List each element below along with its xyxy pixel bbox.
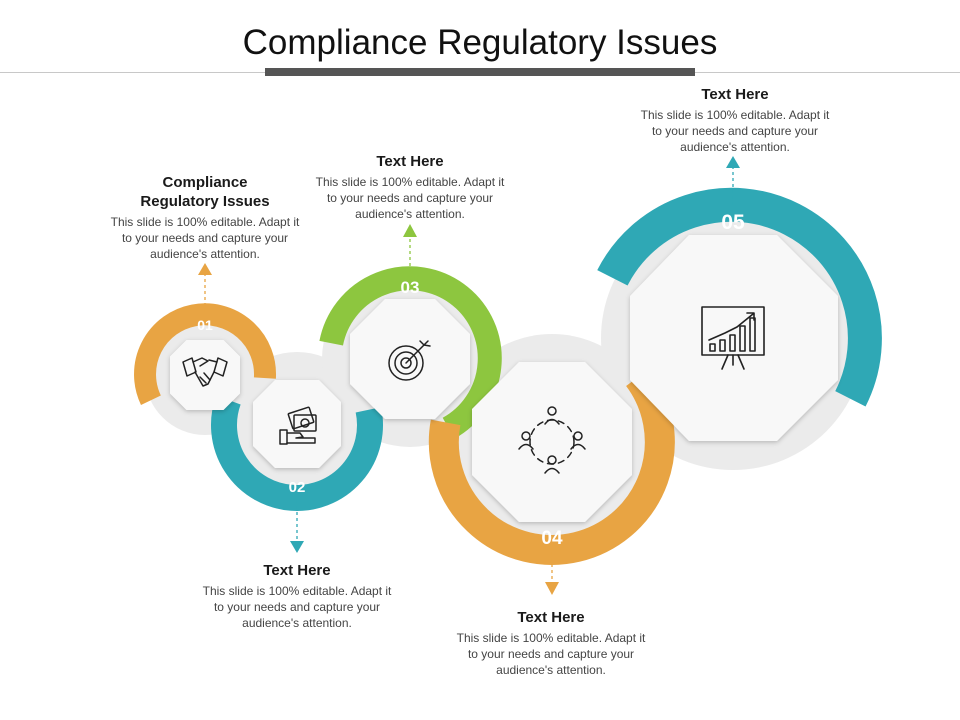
handshake-icon [182,357,228,387]
text-block-compliance-issues: Compliance Regulatory Issues This slide … [105,173,305,262]
text-block-heading: Text Here [263,562,331,579]
text-block-step-2: Text Here This slide is 100% editable. A… [196,561,398,631]
step-1-arrowhead [198,263,212,275]
text-block-step-5: Text Here This slide is 100% editable. A… [634,85,836,155]
step-4-ring [428,368,675,565]
step-5-ring [597,187,882,407]
growth-chart-board-icon [701,306,765,370]
step-3-ring [319,266,502,439]
step-3-arrowhead [403,224,417,237]
step-4-arrowhead [545,582,559,595]
step-3-number: 03 [401,278,420,297]
text-block-body: This slide is 100% editable. Adapt it to… [456,631,646,677]
text-block-heading: Text Here [701,86,769,103]
step-4-octagon [472,362,632,522]
money-hand-icon [279,406,317,445]
text-block-step-3: Text Here This slide is 100% editable. A… [309,152,511,222]
step-2-octagon [253,380,341,468]
text-block-heading: Compliance Regulatory Issues [140,174,270,210]
step-1-number: 01 [197,317,213,333]
text-block-heading: Text Here [376,153,444,170]
text-block-body: This slide is 100% editable. Adapt it to… [640,108,830,154]
target-arrow-icon [388,340,431,381]
step-1-ring [134,303,276,405]
text-block-body: This slide is 100% editable. Adapt it to… [202,584,392,630]
step-2-ring [211,395,383,511]
step-5-arrowhead [726,156,740,168]
text-block-body: This slide is 100% editable. Adapt it to… [315,175,505,221]
team-network-icon [518,406,586,474]
step-5-number: 05 [721,211,745,234]
step-5-octagon [630,235,838,441]
title-accent-bar [265,68,695,76]
text-block-heading: Text Here [517,609,585,626]
step-4-number: 04 [541,528,563,549]
step-2-arrowhead [290,541,304,553]
text-block-body: This slide is 100% editable. Adapt it to… [110,215,300,261]
text-block-step-4: Text Here This slide is 100% editable. A… [450,608,652,678]
step-2-number: 02 [289,479,306,496]
slide-title: Compliance Regulatory Issues [242,23,718,62]
